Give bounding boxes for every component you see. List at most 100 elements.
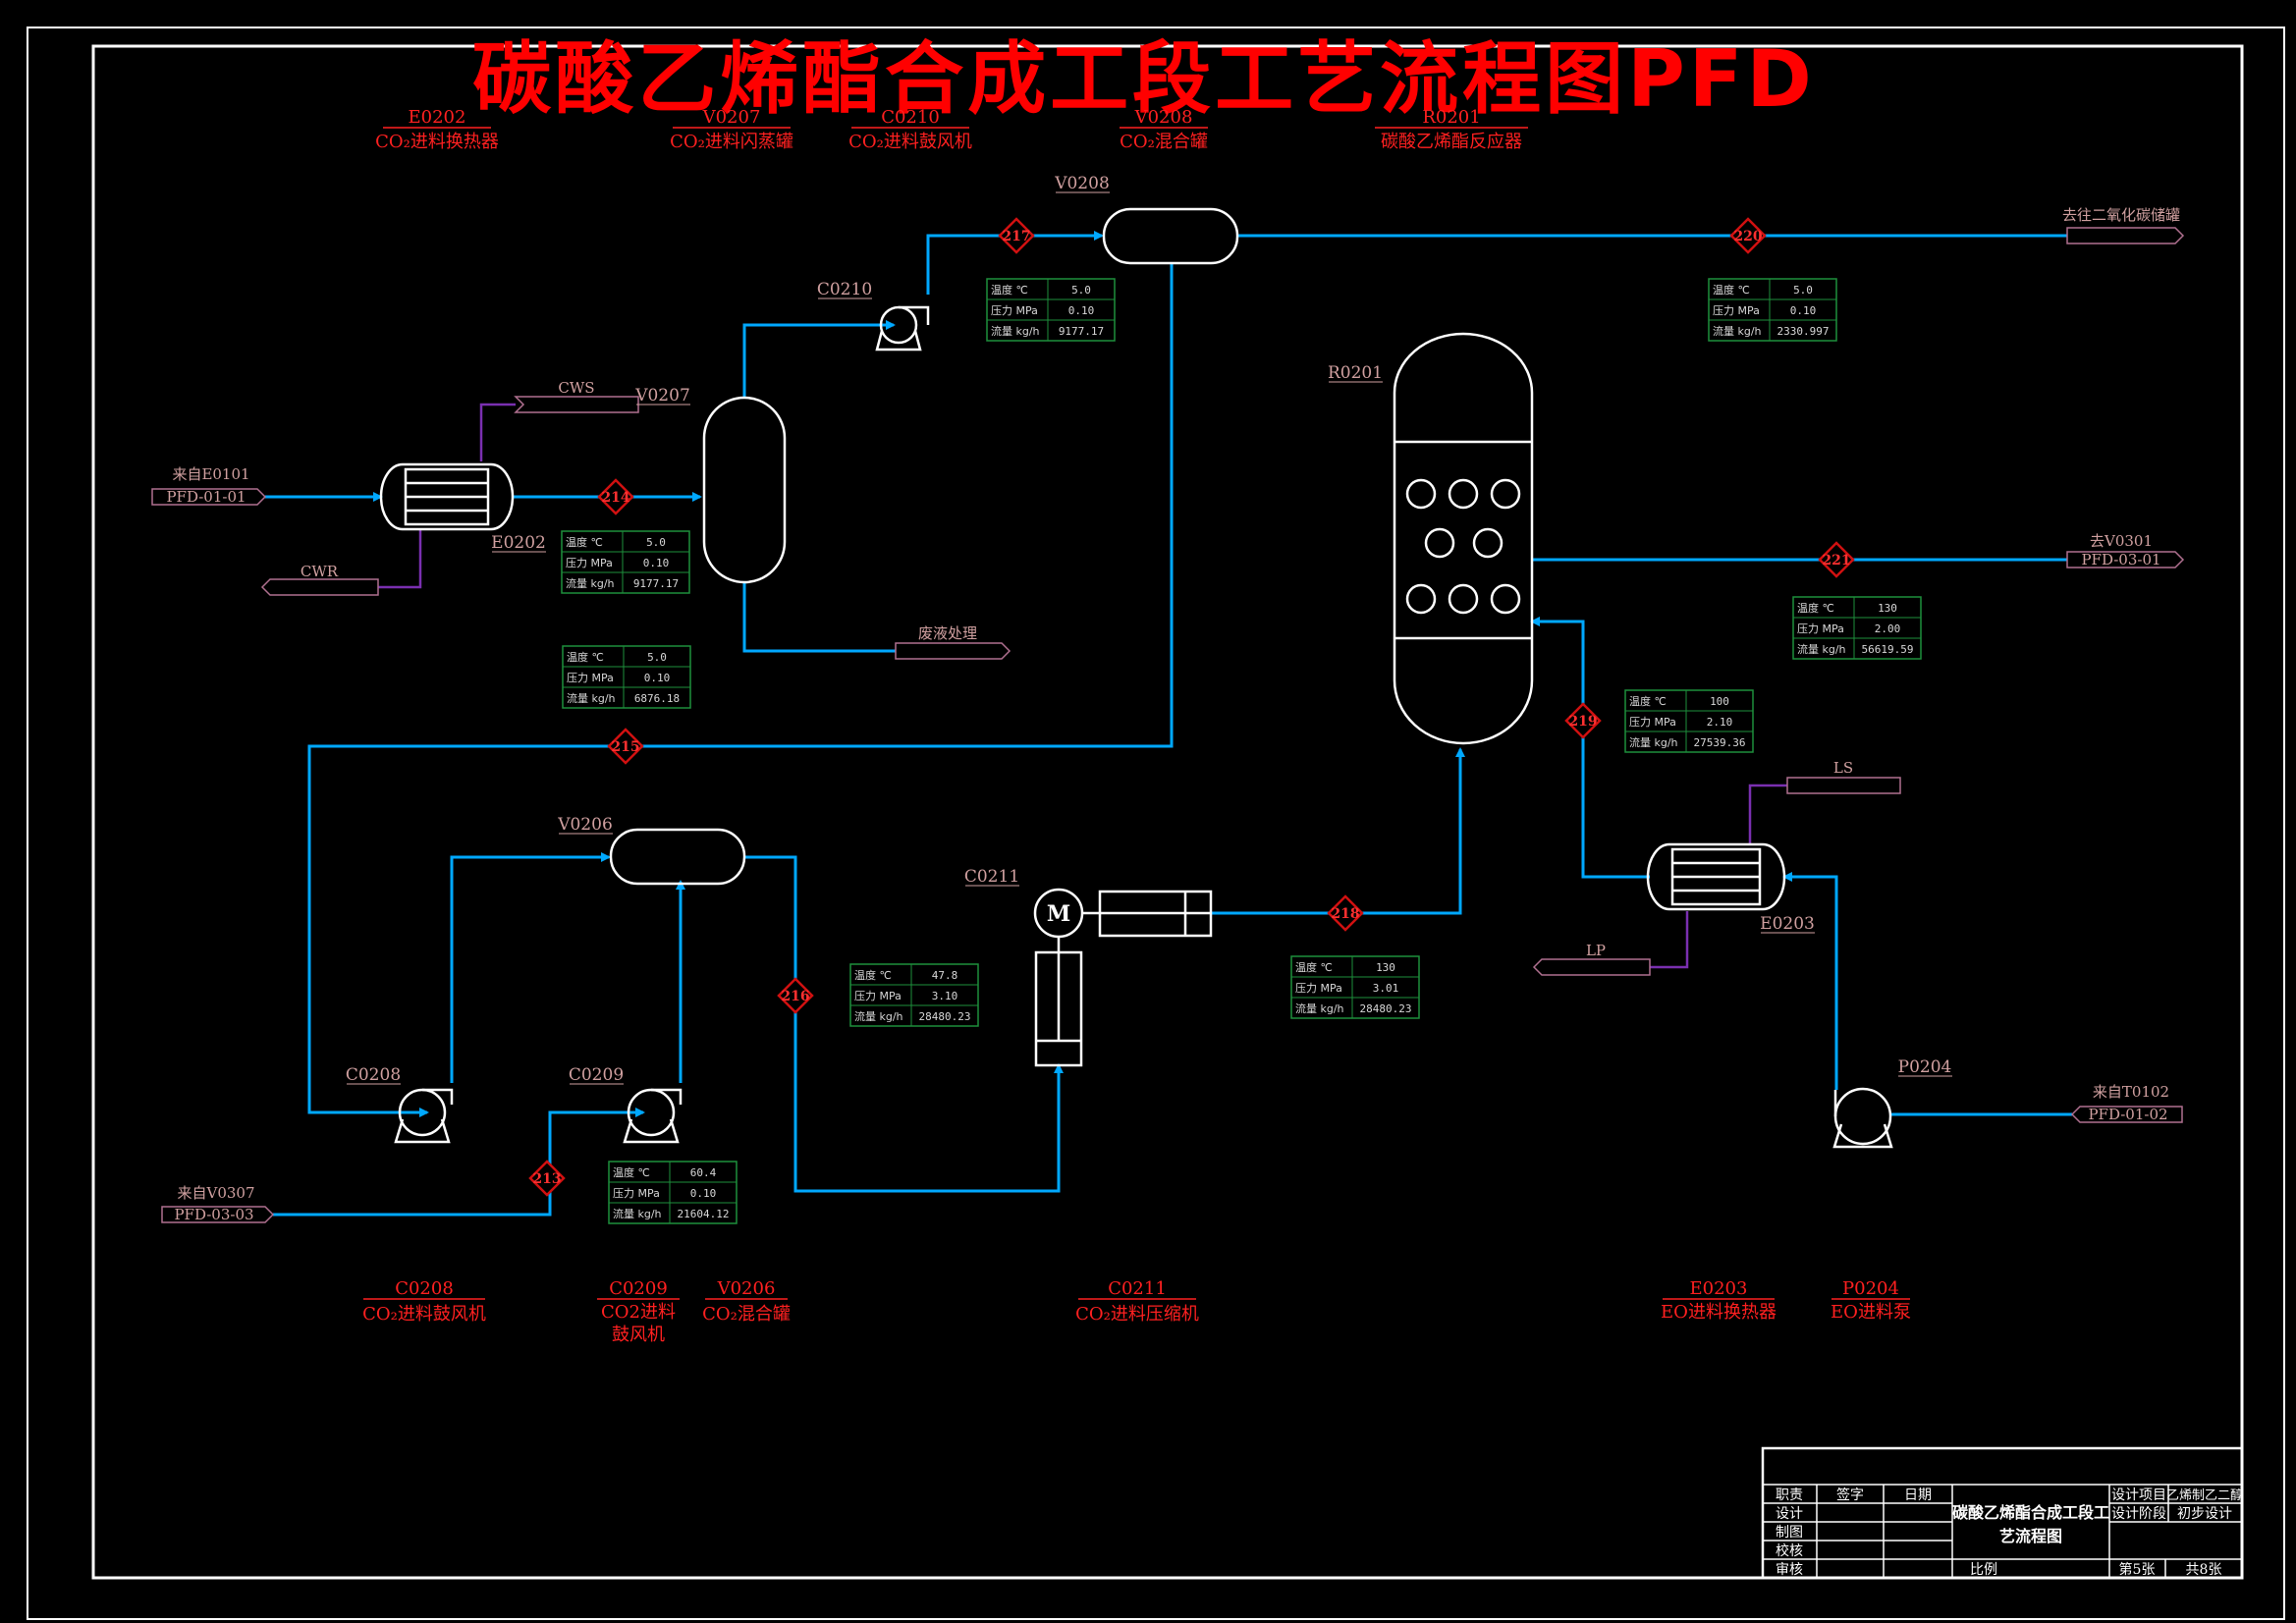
footer-tag-c0208: C0208 <box>395 1278 454 1299</box>
tb-project-value: 乙烯制乙二醇 <box>2166 1488 2243 1503</box>
offpage-from-t0102-ref: PFD-01-02 <box>2088 1106 2167 1123</box>
stream-table-label: 温度 ℃ <box>1797 601 1834 615</box>
tag-c0211: C0211 <box>964 867 1019 887</box>
header-tag-v0208: V0208 <box>1134 107 1193 128</box>
stream-badge-id: 218 <box>1331 906 1359 922</box>
offpage-cws-label: CWS <box>558 379 594 397</box>
stream-badge-id: 221 <box>1822 553 1850 568</box>
tb-role-review: 审核 <box>1776 1562 1803 1578</box>
footer-desc-v0206: CO₂混合罐 <box>702 1304 791 1325</box>
offpage-from-e0101-arrow <box>151 488 267 506</box>
offpage-to-v0301-ref: PFD-03-01 <box>2081 551 2160 568</box>
blower-c0208 <box>394 1088 454 1144</box>
header-tag-v0207: V0207 <box>702 107 761 128</box>
stream-table-value: 2.00 <box>1875 622 1901 635</box>
equipment <box>379 207 1893 1149</box>
tag-c0209: C0209 <box>569 1065 624 1085</box>
line-215 <box>307 263 1174 1117</box>
footer-tag-c0209: C0209 <box>609 1278 668 1299</box>
stream-badge-id: 213 <box>532 1171 561 1187</box>
blower-c0210 <box>875 305 930 352</box>
stream-table-label: 压力 MPa <box>1295 982 1342 995</box>
stream-table-value: 28480.23 <box>919 1010 971 1023</box>
header-tag-r0201: R0201 <box>1422 107 1480 128</box>
tag-c0208: C0208 <box>346 1065 401 1085</box>
stream-table-value: 0.10 <box>690 1187 717 1200</box>
stream-table-value: 21604.12 <box>678 1208 730 1220</box>
stream-badge <box>1564 702 1602 739</box>
stream-table-label: 压力 MPa <box>991 304 1038 317</box>
stream-table-value: 2330.997 <box>1777 325 1830 338</box>
offpage-ls-label: LS <box>1833 759 1853 777</box>
stream-badge <box>1818 541 1855 578</box>
stream-table-label: 流量 kg/h <box>1713 324 1762 338</box>
offpage-from-t0102-label: 来自T0102 <box>2093 1083 2169 1101</box>
vessel-v0208 <box>1102 207 1239 265</box>
tag-c0210: C0210 <box>817 280 872 299</box>
stream-table-value: 9177.17 <box>633 577 679 590</box>
offpage-from-t0102-arrow <box>2070 1106 2183 1123</box>
stream-table-value: 47.8 <box>932 969 958 982</box>
footer-tag-v0206: V0206 <box>717 1278 776 1299</box>
offpage-to-co2-tank-label: 去往二氧化碳储罐 <box>2062 206 2180 224</box>
stream-table-value: 28480.23 <box>1360 1002 1412 1015</box>
header-desc-c0210: CO₂进料鼓风机 <box>848 132 972 152</box>
stream-table-value: 130 <box>1878 602 1897 615</box>
vessel-v0206 <box>609 828 746 886</box>
offpage-cws-arrow <box>514 396 639 413</box>
exchanger-e0202 <box>379 462 515 531</box>
line-219 <box>1530 617 1650 879</box>
offpage-lp-arrow <box>1532 958 1651 976</box>
stream-badge <box>597 478 634 515</box>
stream-table-value: 3.10 <box>932 990 958 1002</box>
stream-table-value: 2.10 <box>1707 716 1733 729</box>
title-block-text: 职责 签字 日期 设计 制图 校核 审核 碳酸乙烯酯合成工段工 艺流程图 设计项… <box>1776 1487 2243 1578</box>
line-217 <box>926 231 1104 295</box>
stream-table-value: 0.10 <box>1068 304 1095 317</box>
header-tag-e0202: E0202 <box>409 107 466 128</box>
stream-table-label: 流量 kg/h <box>1797 642 1846 656</box>
header-desc-e0202: CO₂进料换热器 <box>375 132 499 152</box>
line-waste <box>742 582 896 653</box>
stream-table-label: 流量 kg/h <box>1629 735 1678 749</box>
stream-table-value: 5.0 <box>1071 284 1091 297</box>
offpage-from-e0101-label: 来自E0101 <box>172 465 249 483</box>
line-v0207-to-c0210 <box>742 320 896 398</box>
stream-table-value: 60.4 <box>690 1166 717 1179</box>
stream-table-value: 5.0 <box>1793 284 1813 297</box>
stream-badge-id: 216 <box>781 989 809 1004</box>
tb-col-date: 日期 <box>1904 1488 1932 1503</box>
stream-table-label: 温度 ℃ <box>613 1165 650 1179</box>
title-block <box>1761 1446 2244 1580</box>
stream-table-label: 压力 MPa <box>854 990 902 1002</box>
offpage-from-v0307-label: 来自V0307 <box>177 1184 254 1202</box>
offpage-waste-label: 废液处理 <box>918 624 977 642</box>
stream-table-label: 流量 kg/h <box>854 1009 903 1023</box>
header-desc-r0201: 碳酸乙烯酯反应器 <box>1381 132 1522 152</box>
tb-project-label: 设计项目 <box>2111 1488 2166 1503</box>
line-p0204-to-e0203 <box>1782 872 1838 1090</box>
stream-table-label: 温度 ℃ <box>1295 960 1333 974</box>
stream-table-value: 5.0 <box>647 651 667 664</box>
stream-table-label: 流量 kg/h <box>567 691 616 705</box>
tb-role-design: 设计 <box>1776 1506 1803 1522</box>
stream-table-value: 0.10 <box>644 672 671 684</box>
offpage-from-v0307-ref: PFD-03-03 <box>174 1206 253 1223</box>
offpage-from-v0307-arrow <box>161 1206 275 1223</box>
stream-badge-id: 215 <box>611 739 639 755</box>
stream-table-value: 100 <box>1710 695 1729 708</box>
line-216 <box>744 855 1064 1193</box>
page-title: 碳酸乙烯酯合成工段工艺流程图PFD <box>472 33 1816 125</box>
utility-lines <box>378 403 1787 969</box>
equipment-tags: V0208 C0210 V0207 E0202 R0201 V0206 C021… <box>346 174 1952 1085</box>
